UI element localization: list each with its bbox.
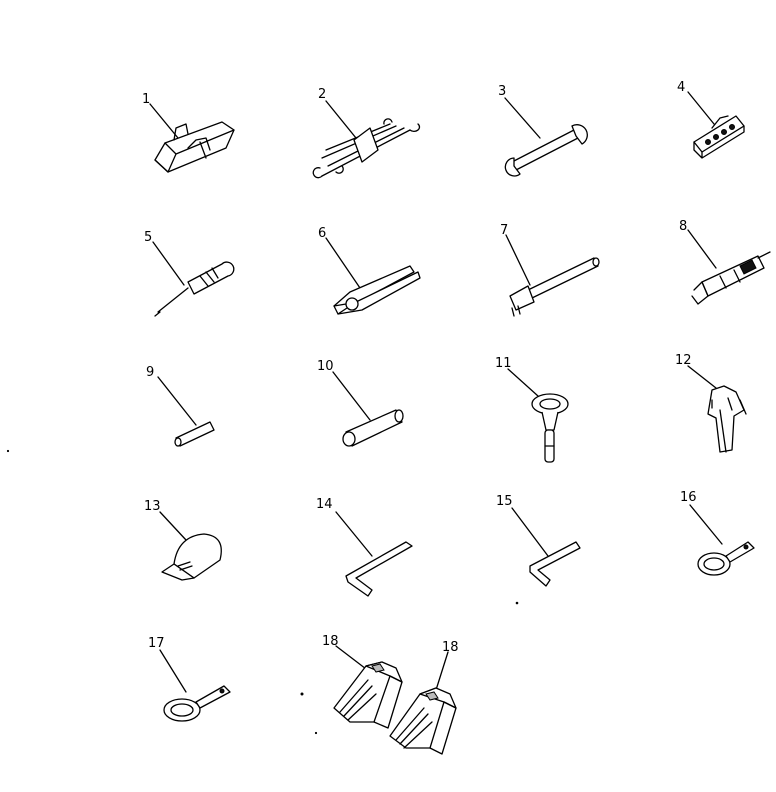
callout-16: 16 [680,490,697,505]
screwdriver-icon [152,241,235,317]
callout-11: 11 [495,356,512,371]
filter-wrench-icon [159,649,231,722]
filter-wrench-icon [689,504,755,576]
short-pin-icon [157,376,215,447]
callout-9: 9 [146,365,154,380]
callout-18a: 18 [322,634,339,649]
callout-3: 3 [498,84,506,99]
grease-gun-icon [687,229,771,305]
tool-bag-icon [149,103,235,173]
callout-18b: 18 [442,640,459,655]
long-pin-icon [332,371,404,447]
wrench-set-icon [312,100,421,179]
scan-noise [6,449,519,735]
wheel-chock-icon [333,645,457,755]
small-hex-key-icon [511,507,581,587]
open-end-wrench-icon [504,97,588,177]
callout-2: 2 [318,87,326,102]
callout-17: 17 [148,636,165,651]
callout-8: 8 [679,219,687,234]
callout-5: 5 [144,230,152,245]
callout-6: 6 [318,226,326,241]
callout-13: 13 [144,499,161,514]
callout-12: 12 [675,353,692,368]
callout-4: 4 [677,80,685,95]
callout-7: 7 [500,223,508,238]
cap-icon [159,511,222,581]
callout-1: 1 [142,92,150,107]
large-hex-key-icon [335,511,413,597]
funnel-icon [507,368,569,463]
socket-set-icon [687,91,745,159]
callout-10: 10 [317,359,334,374]
callout-15: 15 [496,494,513,509]
pliers-icon [325,237,421,315]
box-wrench-bar-icon [505,234,600,317]
callout-14: 14 [316,497,333,512]
gloves-icon [687,365,747,453]
